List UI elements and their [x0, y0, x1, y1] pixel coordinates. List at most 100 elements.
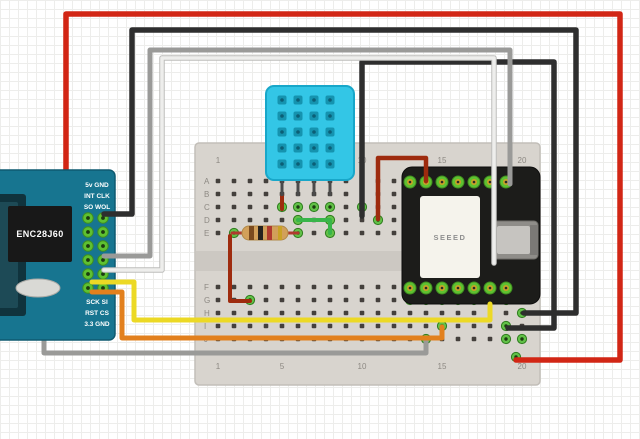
breadboard-hole: [343, 323, 349, 329]
crystal-oscillator: [15, 278, 61, 298]
enc-pin-hole: [86, 216, 90, 220]
enc-pin-label: INT CLK: [84, 193, 110, 200]
breadboard-hole: [263, 297, 269, 303]
breadboard-hole: [215, 284, 221, 290]
col-number: 15: [438, 156, 447, 165]
breadboard-hole: [359, 284, 365, 290]
breadboard-hole: [279, 217, 285, 223]
col-number: 1: [216, 156, 221, 165]
breadboard-hole: [407, 323, 413, 329]
breadboard-hole: [375, 284, 381, 290]
breadboard-hole: [295, 323, 301, 329]
seeed-pin-hole: [440, 286, 444, 290]
breadboard-hole: [247, 191, 253, 197]
col-number: 20: [518, 362, 527, 371]
enc-pin-hole: [101, 216, 105, 220]
enc28j60-chip-label: ENC28J60: [16, 229, 63, 239]
enc-pin-label: 3.3 GND: [84, 321, 110, 328]
breadboard-hole: [439, 310, 445, 316]
dht-hole-center: [328, 146, 332, 150]
enc28j60-chip: [8, 206, 72, 262]
breadboard-hole: [391, 217, 397, 223]
enc-pin-hole: [86, 286, 90, 290]
dht-hole-center: [280, 146, 284, 150]
row-letter: F: [204, 283, 209, 292]
breadboard-hole: [391, 297, 397, 303]
breadboard-hole: [215, 323, 221, 329]
breadboard-hole: [455, 323, 461, 329]
dht-hole-center: [280, 114, 284, 118]
breadboard-hole: [231, 191, 237, 197]
breadboard-hole: [247, 323, 253, 329]
breadboard-hole: [279, 297, 285, 303]
breadboard-hole: [391, 191, 397, 197]
enc-pin-label: SCK SI: [86, 299, 108, 306]
wire-gray-top: [101, 47, 513, 259]
row-letter: C: [204, 203, 210, 212]
dht-hole-center: [296, 146, 300, 150]
enc-pin-hole: [86, 230, 90, 234]
col-number: 20: [518, 156, 527, 165]
seeed-pin-hole: [456, 286, 460, 290]
row-letter: D: [204, 216, 210, 225]
col-number: 15: [438, 362, 447, 371]
breadboard-hole: [375, 310, 381, 316]
breadboard-hole: [215, 217, 221, 223]
enc-pin-hole: [101, 286, 105, 290]
breadboard-hole: [263, 310, 269, 316]
on-board-parts: [228, 194, 332, 303]
breadboard-hole: [487, 323, 493, 329]
enc-pin-hole: [101, 244, 105, 248]
row-letter: G: [204, 296, 210, 305]
seeed-pin-hole: [440, 180, 444, 184]
breadboard-hole: [311, 230, 317, 236]
breadboard-hole: [327, 297, 333, 303]
seeed-pin-hole: [504, 180, 508, 184]
dht11-sensor: [265, 85, 355, 196]
enc-pin-label: 5v GND: [85, 182, 109, 189]
dht-hole-center: [328, 130, 332, 134]
row-letter: B: [204, 190, 209, 199]
wire-brick-seeed: [375, 155, 429, 222]
breadboard-hole: [503, 310, 509, 316]
breadboard-hole: [327, 323, 333, 329]
breadboard-hole: [231, 310, 237, 316]
enc-pin-hole: [86, 272, 90, 276]
row-letter: I: [204, 322, 206, 331]
breadboard-hole: [455, 336, 461, 342]
breadboard-hole: [247, 204, 253, 210]
usb-lip: [530, 225, 538, 255]
enc-pin-hole: [86, 244, 90, 248]
breadboard-hole: [359, 323, 365, 329]
breadboard-hole: [471, 323, 477, 329]
breadboard-hole: [247, 217, 253, 223]
row-letter: E: [204, 229, 209, 238]
breadboard-hole: [343, 297, 349, 303]
breadboard-hole: [263, 178, 269, 184]
breadboard-hole: [247, 178, 253, 184]
enc-pin-hole: [86, 258, 90, 262]
resistor-band-1: [249, 226, 254, 240]
breadboard-hole: [391, 310, 397, 316]
breadboard-hole: [295, 284, 301, 290]
breadboard-hole: [343, 204, 349, 210]
resistor-band-3: [267, 226, 272, 240]
resistor-band-2: [258, 226, 263, 240]
breadboard-hole: [295, 310, 301, 316]
dht-hole-center: [328, 114, 332, 118]
col-number: 5: [280, 362, 285, 371]
seeed-pin-hole: [488, 180, 492, 184]
breadboard-hole: [231, 217, 237, 223]
breadboard-hole: [215, 310, 221, 316]
enc-pin-hole: [101, 230, 105, 234]
seeed-pin-hole: [488, 286, 492, 290]
breadboard-hole: [423, 323, 429, 329]
breadboard-hole: [311, 323, 317, 329]
breadboard-hole: [391, 323, 397, 329]
breadboard-hole: [215, 191, 221, 197]
breadboard-hole: [343, 191, 349, 197]
breadboard-hole: [311, 310, 317, 316]
breadboard-hole: [343, 217, 349, 223]
